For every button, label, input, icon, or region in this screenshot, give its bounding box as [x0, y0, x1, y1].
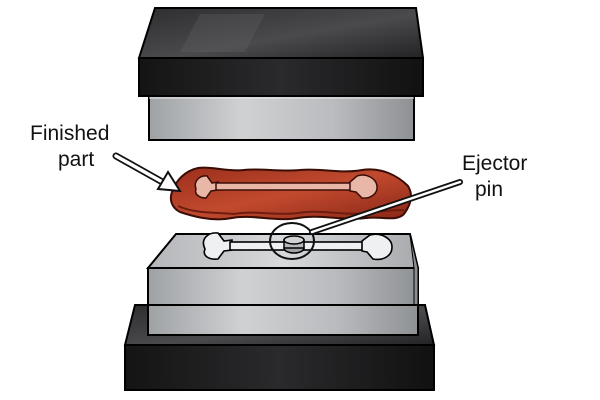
ejector-pin — [283, 235, 305, 254]
ejector-pin-leader — [309, 179, 463, 235]
finished-part — [169, 166, 412, 221]
ejector-pin-label-line1: Ejector — [462, 152, 528, 175]
finished-part-label-line2: part — [58, 148, 95, 171]
finished-part-arrow — [112, 152, 182, 193]
part-spanner-impression — [194, 174, 378, 199]
finished-part-label-line1: Finished — [30, 122, 110, 145]
ejector-callout-circle — [269, 222, 315, 260]
ejector-pin-label-line2: pin — [475, 178, 504, 201]
lower-press-block — [123, 304, 436, 391]
upper-mold-half — [148, 95, 415, 141]
upper-press-block — [137, 7, 425, 97]
